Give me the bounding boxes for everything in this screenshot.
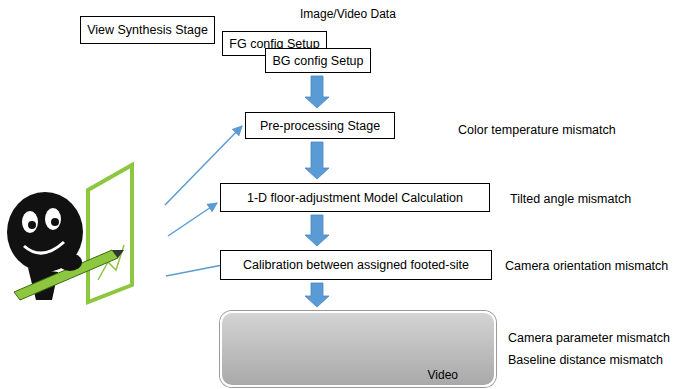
process-box: View Synthesis Stage (80, 16, 215, 44)
process-box: Calibration between assigned footed-site (220, 250, 492, 280)
stage-band: VideoView Synthesis Stage (220, 311, 496, 387)
pointer-line (168, 203, 217, 236)
title: Image/Video Data (300, 7, 396, 21)
block-arrow (305, 283, 329, 307)
process-box: Pre-processing Stage (245, 112, 395, 139)
mismatch-note: Tilted angle mismatch (510, 192, 631, 206)
mismatch-note: Camera orientation mismatch (505, 259, 668, 273)
mismatch-note: Camera parameter mismatch (508, 331, 670, 345)
process-box: 1-D floor-adjustment Model Calculation (220, 183, 490, 212)
block-arrow (305, 215, 329, 246)
mismatch-note: Color temperature mismatch (458, 123, 616, 137)
config-box: BG config Setup (265, 48, 371, 73)
mismatch-note: Baseline distance mismatch (508, 353, 663, 367)
box-label: Calibration between assigned footed-site (243, 258, 469, 272)
band-label: Video (428, 368, 458, 382)
box-label: View Synthesis Stage (87, 23, 208, 37)
box-label: Pre-processing Stage (260, 119, 380, 133)
cartoon-character (7, 165, 132, 302)
block-arrow (305, 142, 329, 179)
box-label: 1-D floor-adjustment Model Calculation (247, 191, 463, 205)
block-arrow (305, 76, 329, 108)
box-label: BG config Setup (272, 54, 363, 68)
